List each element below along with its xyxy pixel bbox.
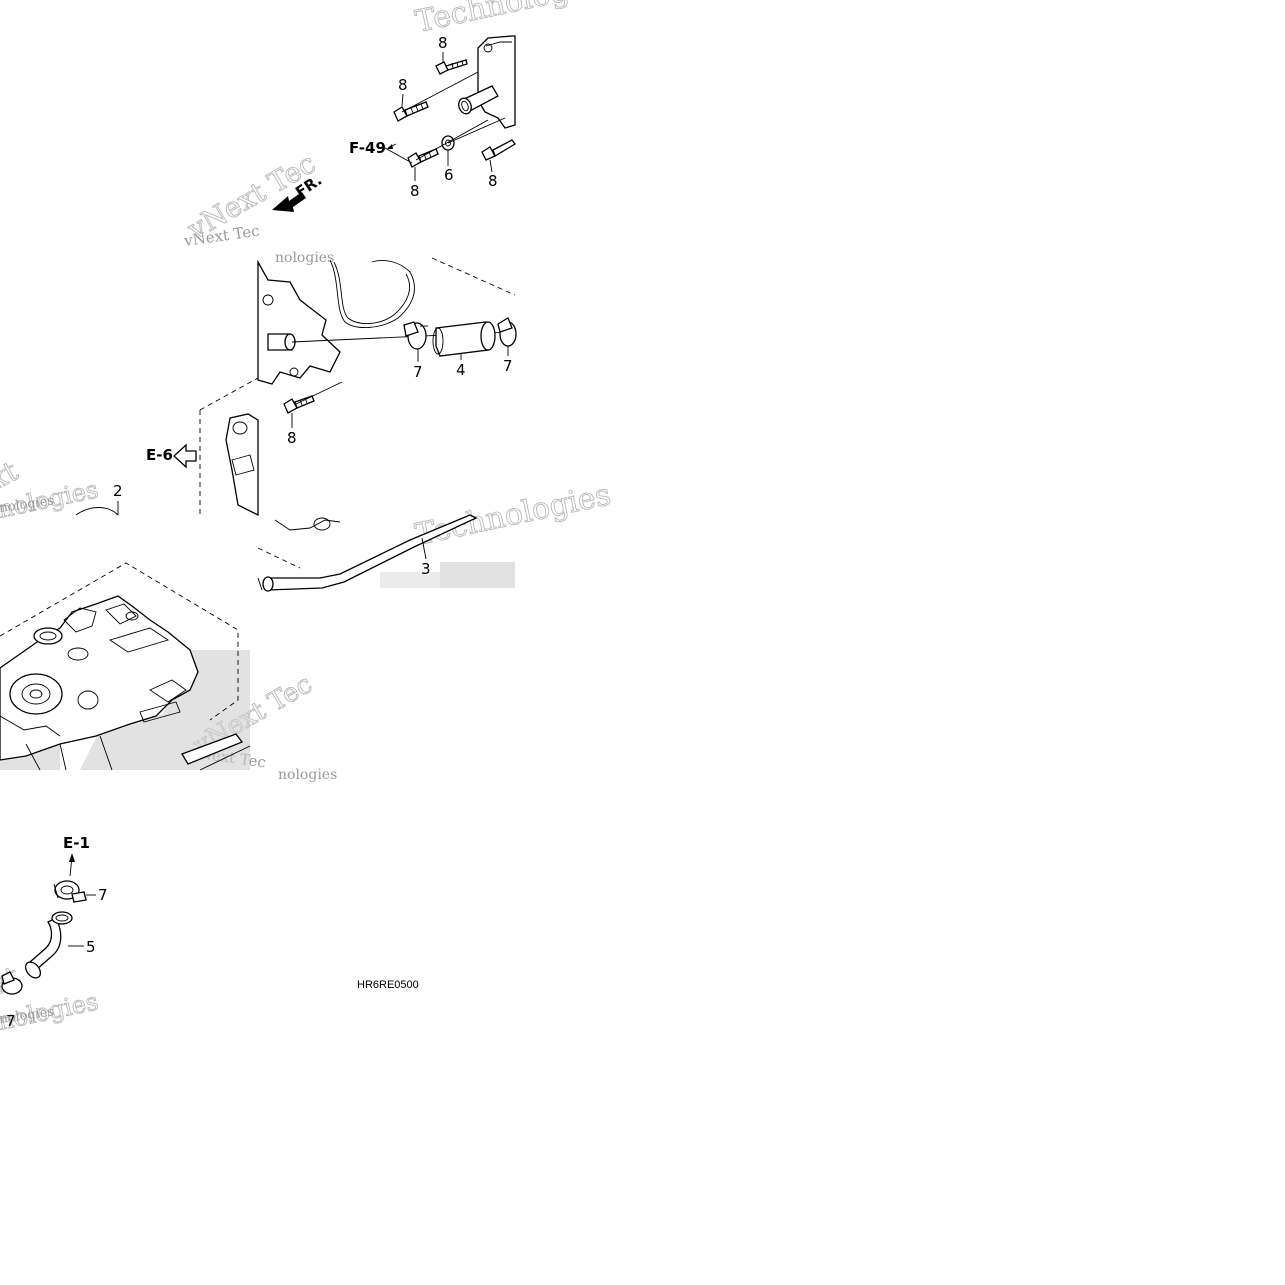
callout-8-middle: 8: [287, 429, 297, 447]
callout-7-clamp-c: 7: [98, 886, 108, 904]
callout-7-clamp-a: 7: [413, 363, 423, 381]
bolt-8-d: [481, 139, 516, 161]
ref-e1: E-1: [63, 834, 90, 852]
watermark-technologies-mid: Technologies: [412, 477, 613, 553]
hose-5: [24, 911, 73, 979]
engine-cover: [257, 259, 341, 385]
diagram-code: HR6RE0500: [357, 979, 419, 991]
water-pipe-3: [267, 514, 478, 591]
hose-4: [432, 321, 496, 357]
callout-6-washer: 6: [444, 166, 454, 184]
callout-7-clamp-b: 7: [503, 357, 513, 375]
gasket-outline: [329, 259, 415, 328]
arrow-icon-e1: [69, 853, 75, 862]
callout-8-right: 8: [488, 172, 498, 190]
watermark-xt-1: xt: [0, 454, 24, 496]
ref-e6: E-6: [146, 446, 173, 464]
engine-block: [0, 562, 251, 771]
thermostat-housing: [477, 35, 516, 129]
bolt-8-a: [435, 59, 468, 75]
bolt-8-c: [407, 148, 439, 168]
callout-7-clamp-d: 7: [6, 1012, 16, 1030]
callout-8-bottom-left: 8: [410, 182, 420, 200]
hose-clamp-7-a: [403, 321, 428, 350]
pipe-3-section: [257, 514, 515, 592]
arrow-icon-f49: [387, 144, 393, 149]
callout-3-pipe: 3: [421, 560, 431, 578]
callout-5-hose: 5: [86, 938, 96, 956]
watermark-nologies-1: nologies: [275, 250, 334, 266]
bolt-8-b: [393, 101, 429, 122]
hose-clamp-7-c: [53, 880, 87, 903]
callout-4-hose: 4: [456, 361, 466, 379]
callout-8-left: 8: [398, 76, 408, 94]
hose-clamp-7-b: [497, 317, 517, 347]
ref-f49: F-49: [349, 139, 386, 157]
hose-clamp-7-d: [1, 971, 23, 995]
watermark-nologies-4: nologies: [278, 767, 337, 783]
hollow-arrow-icon-e6: [173, 443, 197, 469]
water-pump-section: [199, 257, 517, 517]
callout-2: 2: [113, 482, 123, 500]
bolt-8-e: [283, 395, 315, 414]
thermostat-housing-group: [384, 35, 516, 168]
callout-8-top: 8: [438, 34, 448, 52]
watermark-layer: Technologies vNext Tec vNext Tec nologie…: [0, 0, 614, 1036]
